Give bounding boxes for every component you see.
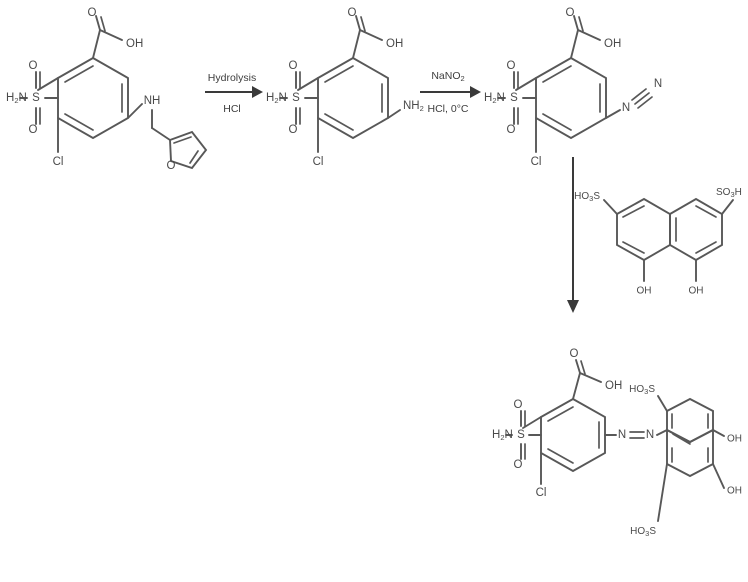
diazonium-sulfonamide-n-label: H2N: [484, 92, 505, 105]
chloro-group-amine: Cl: [313, 117, 324, 168]
furosemide-chloro-label: Cl: [53, 156, 64, 168]
diazonium-chloro-label: Cl: [531, 156, 542, 168]
sulfonamide-group-amine: S O O H2N: [266, 60, 319, 136]
product-carboxyl-oh-label: OH: [605, 380, 622, 392]
product-azo-n2-label: N: [646, 429, 654, 441]
chloro-group-diazonium: Cl: [531, 117, 542, 168]
product-hydroxy-upper-label: OH: [727, 434, 742, 445]
structure-furosemide: O OH S O O H2N Cl NH: [6, 7, 208, 172]
sulfonamide-group-diazonium: S O O H2N: [484, 60, 537, 136]
furosemide-amine-nh-label: NH: [144, 95, 161, 107]
amine-carboxyl-oh-label: OH: [386, 38, 403, 50]
chromotropic-sulfo-right-label: SO3H: [716, 187, 742, 199]
product-sulfo-top-label: HO3S: [629, 384, 655, 396]
naphthalene-left-ring-chromotropic: [616, 197, 671, 262]
diazonium-sulfonyl-o-top-label: O: [507, 60, 516, 72]
reaction-1-arrowhead: [252, 86, 263, 98]
amine-chloro-label: Cl: [313, 156, 324, 168]
amine-carboxyl-o-label: O: [348, 7, 357, 19]
reaction-1-reagent-below: HCl: [223, 103, 241, 115]
diazonium-group: N N: [605, 78, 662, 119]
product-sulfo-bottom: HO3S: [630, 463, 668, 538]
carboxyl-group-diazonium: O OH: [566, 7, 621, 59]
naphthalene-upper-ring-product: [666, 397, 714, 444]
sulfonamide-group-product: S O O H2N: [492, 399, 542, 471]
diazonium-sulfonyl-o-bottom-label: O: [507, 124, 516, 136]
benzene-ring-diazonium: [535, 56, 607, 140]
furfurylamine-group-furosemide: NH O: [127, 95, 208, 172]
chromotropic-sulfo-left: HO3S: [574, 191, 618, 215]
benzene-ring-amine: [317, 56, 389, 140]
furosemide-carboxyl-oh-label: OH: [126, 38, 143, 50]
chromotropic-hydroxy-right: OH: [689, 259, 704, 297]
product-sulfo-bottom-label: HO3S: [630, 526, 656, 538]
product-hydroxy-lower: OH: [712, 463, 742, 497]
furosemide-carboxyl-o-label: O: [88, 7, 97, 19]
furosemide-sulfonamide-n-label: H2N: [6, 92, 27, 105]
amine-amino-label: NH2: [403, 100, 424, 113]
structure-azo-dye-product: O OH S O O H2N Cl N N: [492, 348, 742, 538]
amine-sulfonyl-o-top-label: O: [289, 60, 298, 72]
reaction-2-arrowhead: [470, 86, 481, 98]
product-hydroxy-lower-label: OH: [727, 486, 742, 497]
chromotropic-sulfo-right: SO3H: [716, 187, 742, 215]
furosemide-furan-o-label: O: [167, 160, 176, 172]
product-azo-n1-label: N: [618, 429, 626, 441]
furosemide-sulfonyl-s-label: S: [32, 92, 40, 104]
product-sulfonyl-o-bottom-label: O: [514, 459, 523, 471]
carboxyl-group-amine: O OH: [348, 7, 403, 59]
diazonium-n2-label: N: [654, 78, 662, 90]
chloro-group-product: Cl: [536, 452, 547, 499]
product-sulfonamide-n-label: H2N: [492, 429, 513, 442]
structure-chromotropic-acid: HO3S SO3H OH OH: [574, 187, 742, 297]
chromotropic-hydroxy-left-label: OH: [637, 286, 652, 297]
diazonium-sulfonyl-s-label: S: [510, 92, 518, 104]
structure-amine-intermediate: O OH S O O H2N Cl NH2: [266, 7, 424, 168]
sulfonamide-group-furosemide: S O O H2N: [6, 60, 59, 136]
furosemide-sulfonyl-o-bottom-label: O: [29, 124, 38, 136]
reaction-1-reagent-above: Hydrolysis: [208, 72, 256, 84]
product-sulfo-top: HO3S: [629, 384, 668, 412]
naphthalene-right-ring-chromotropic: [669, 197, 723, 262]
naphthalene-lower-ring-product: [666, 428, 714, 478]
diazonium-carboxyl-o-label: O: [566, 7, 575, 19]
product-sulfonyl-s-label: S: [517, 429, 525, 441]
amine-sulfonamide-n-label: H2N: [266, 92, 287, 105]
diazonium-carboxyl-oh-label: OH: [604, 38, 621, 50]
reaction-2-reagent-below: HCl, 0°C: [428, 103, 469, 115]
amine-sulfonyl-o-bottom-label: O: [289, 124, 298, 136]
benzene-ring-product: [540, 397, 606, 473]
amine-sulfonyl-s-label: S: [292, 92, 300, 104]
azo-linkage-product: N N: [604, 429, 668, 441]
benzene-ring-furosemide: [57, 56, 129, 140]
reaction-3-arrowhead: [567, 300, 579, 313]
diazonium-n1-label: N: [622, 102, 630, 114]
product-chloro-label: Cl: [536, 487, 547, 499]
reaction-arrow-2: NaNO2 HCl, 0°C: [420, 70, 481, 115]
chromotropic-hydroxy-left: OH: [637, 259, 652, 297]
chromotropic-sulfo-left-label: HO3S: [574, 191, 600, 203]
carboxyl-group-furosemide: O OH: [88, 7, 143, 59]
amino-group-amine: NH2: [387, 100, 424, 119]
product-sulfonyl-o-top-label: O: [514, 399, 523, 411]
product-hydroxy-upper: OH: [712, 429, 742, 445]
reaction-arrow-1: Hydrolysis HCl: [205, 72, 263, 115]
reaction-2-reagent-above: NaNO2: [431, 70, 464, 83]
chloro-group-furosemide: Cl: [53, 117, 64, 168]
structure-diazonium: O OH S O O H2N Cl N N: [484, 7, 662, 168]
carboxyl-group-product: O OH: [570, 348, 622, 400]
reaction-arrow-3-vertical: [567, 157, 579, 313]
product-carboxyl-o-label: O: [570, 348, 579, 360]
furosemide-sulfonyl-o-top-label: O: [29, 60, 38, 72]
chromotropic-hydroxy-right-label: OH: [689, 286, 704, 297]
